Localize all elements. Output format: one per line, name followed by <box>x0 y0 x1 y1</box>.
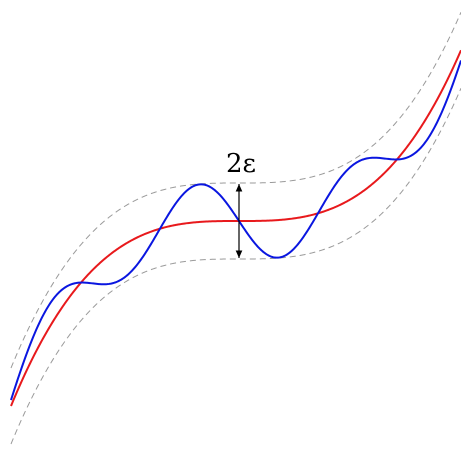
base-function-curve <box>10 49 461 407</box>
epsilon-label: 2ε <box>226 149 256 179</box>
lower-epsilon-band <box>10 88 461 445</box>
approximating-function-curve <box>10 60 461 401</box>
upper-epsilon-band <box>10 12 461 369</box>
